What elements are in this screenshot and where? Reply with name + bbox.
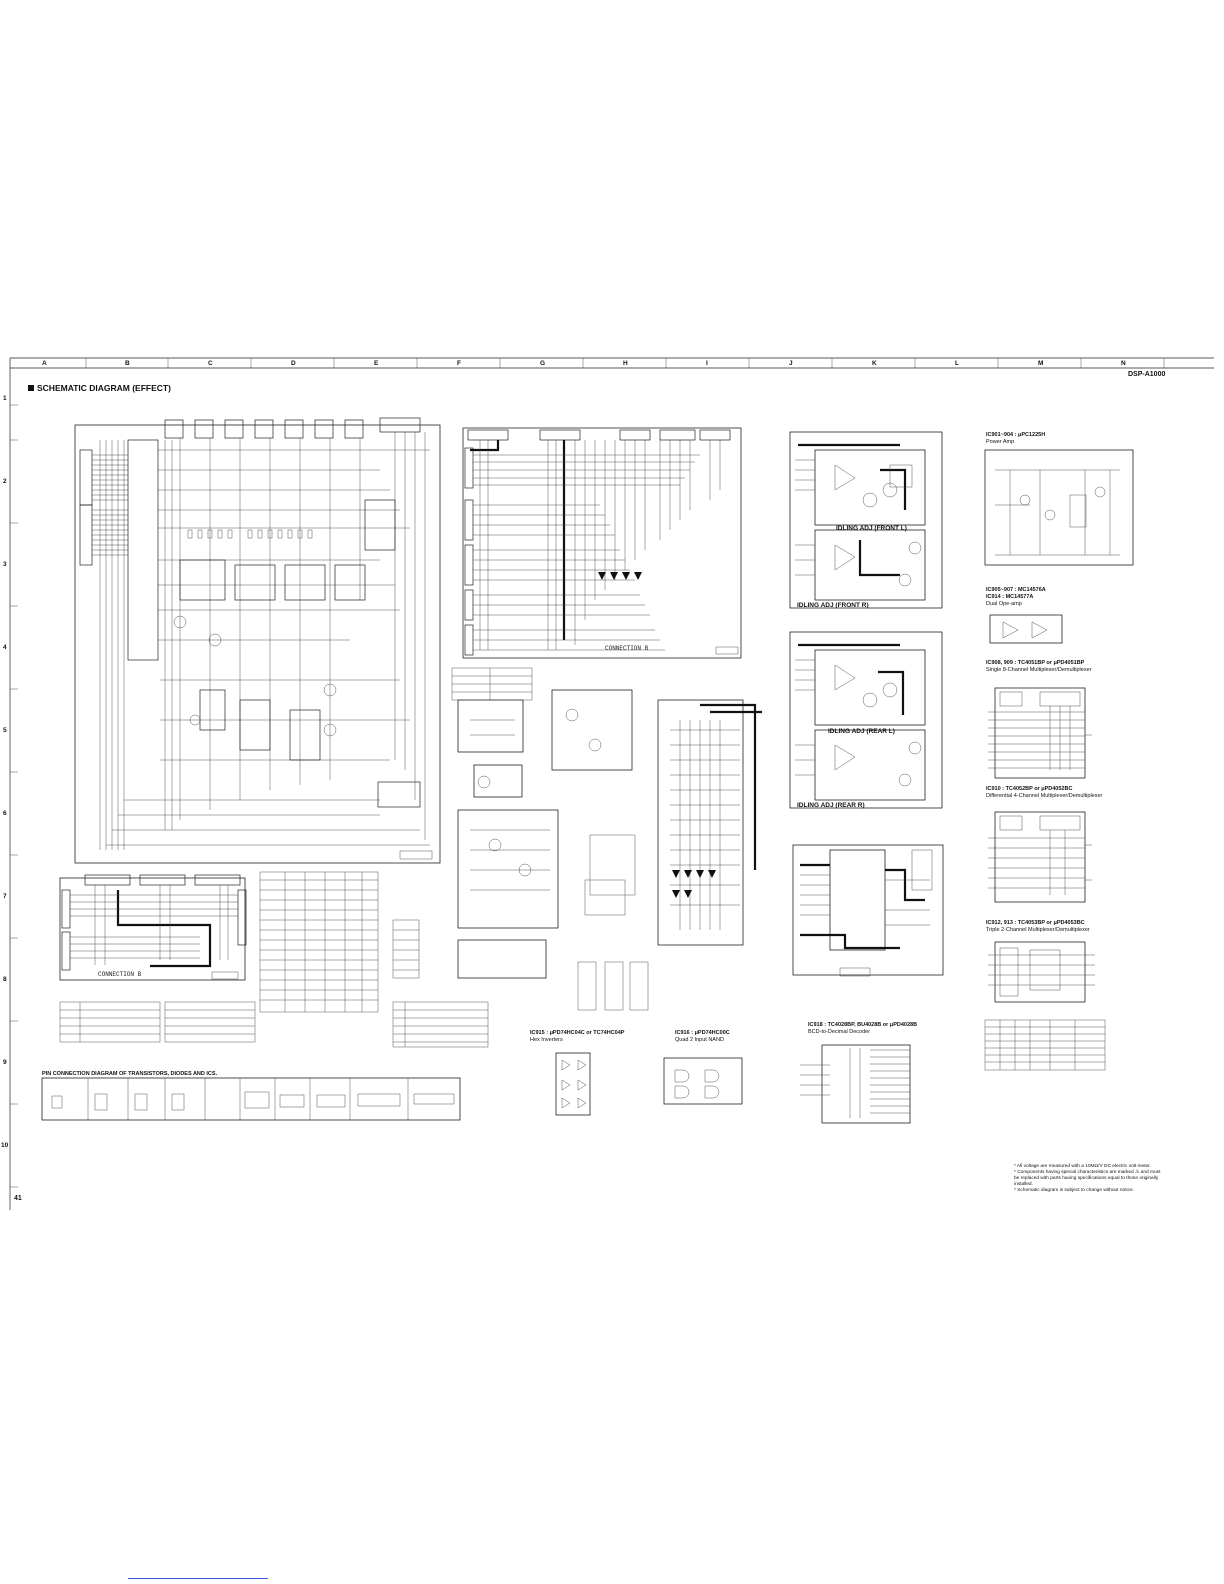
center-small-boards	[451, 667, 762, 1011]
col-label: K	[872, 360, 877, 367]
note-line: installed.	[1014, 1181, 1033, 1187]
row-label: 8	[3, 976, 7, 983]
ic918-title: IC918 : TC4028BP, BU4028B or μPD4028B	[808, 1022, 917, 1028]
note-line: * Components having special characterist…	[1014, 1169, 1161, 1175]
ic914-title: IC914 : MC14577A	[986, 594, 1033, 600]
idling-adj-rear-l: IDLING ADJ (REAR L)	[828, 728, 895, 735]
row-label: 2	[3, 478, 7, 485]
ic912-subtitle: Triple 2-Channel Multiplexer/Demultiplex…	[986, 927, 1090, 933]
ic905-block: IC905~907 : MC14576A IC914 : MC14577A Du…	[986, 587, 1063, 644]
connection-b-top-schematic: CONNECTION B	[462, 427, 742, 659]
pin-diagram-title: PIN CONNECTION DIAGRAM OF TRANSISTORS, D…	[42, 1071, 218, 1077]
ic916-subtitle: Quad 2 Input NAND	[675, 1037, 724, 1043]
ic912-block: IC912, 913 : TC4053BP or μPD4053BC Tripl…	[984, 920, 1106, 1071]
connection-label: CONNECTION B	[98, 971, 142, 978]
ic918-block: IC918 : TC4028BP, BU4028B or μPD4028B BC…	[800, 1022, 917, 1124]
col-label: L	[955, 360, 959, 367]
connection-label: CONNECTION B	[605, 645, 649, 652]
page-number: 41	[14, 1195, 22, 1202]
note-line: be replaced with parts having specificat…	[1014, 1175, 1159, 1181]
col-label: J	[789, 360, 793, 367]
row-label: 10	[1, 1142, 9, 1149]
col-label: I	[706, 360, 708, 367]
row-label: 6	[3, 810, 7, 817]
signal-tables	[59, 871, 489, 1048]
col-label: C	[208, 360, 213, 367]
note-line: * Schematic diagram is subject to change…	[1014, 1187, 1134, 1193]
col-label: F	[457, 360, 461, 367]
row-labels: 1 2 3 4 5 6 7 8 9 10	[1, 395, 9, 1149]
main-effect-schematic	[74, 417, 441, 864]
row-label: 7	[3, 893, 7, 900]
idling-adj-front-r: IDLING ADJ (FRONT R)	[797, 602, 869, 609]
power-amp-front-schematic: IDLING ADJ (FRONT L) IDLING ADJ (FRONT R…	[789, 431, 943, 609]
row-label: 9	[3, 1059, 7, 1066]
ic912-title: IC912, 913 : TC4053BP or μPD4053BC	[986, 920, 1085, 926]
col-label: N	[1121, 360, 1126, 367]
column-labels: A B C D E F G H I J K L M N	[42, 360, 1126, 367]
footnotes: * All voltage are measured with a 10MΩ/V…	[1014, 1163, 1161, 1193]
col-label: M	[1038, 360, 1043, 367]
ic910-subtitle: Differential 4-Channel Multiplexer/Demul…	[986, 793, 1103, 799]
row-label: 4	[3, 644, 7, 651]
note-line: * All voltage are measured with a 10MΩ/V…	[1014, 1163, 1151, 1169]
ic915-title: IC915 : μPD74HC04C or TC74HC04P	[530, 1030, 625, 1036]
ic915-block: IC915 : μPD74HC04C or TC74HC04P Hex Inve…	[530, 1030, 625, 1116]
ic901-title: IC901~904 : μPC1225H	[986, 432, 1045, 438]
col-label: E	[374, 360, 379, 367]
ic908-title: IC908, 909 : TC4051BP or μPD4051BP	[986, 660, 1085, 666]
row-label: 3	[3, 561, 7, 568]
ic915-subtitle: Hex Inverters	[530, 1037, 563, 1043]
ic901-block: IC901~904 : μPC1225H Power Amp	[984, 432, 1134, 566]
col-label: D	[291, 360, 296, 367]
ic918-subtitle: BCD-to-Decimal Decoder	[808, 1029, 870, 1035]
ic910-title: IC910 : TC4052BP or μPD4052BC	[986, 786, 1072, 792]
input-selector-schematic	[792, 844, 944, 977]
idling-adj-front-l: IDLING ADJ (FRONT L)	[836, 525, 907, 532]
model-name: DSP-A1000	[1128, 371, 1165, 378]
ic908-subtitle: Single 8-Channel Multiplexer/Demultiplex…	[986, 667, 1092, 673]
ic905-title: IC905~907 : MC14576A	[986, 587, 1046, 593]
title-bullet	[28, 385, 34, 391]
col-label: H	[623, 360, 628, 367]
connection-b-bottom-schematic: CONNECTION B	[59, 874, 247, 981]
row-label: 5	[3, 727, 7, 734]
page-title: SCHEMATIC DIAGRAM (EFFECT)	[37, 383, 171, 393]
ic901-subtitle: Power Amp	[986, 439, 1014, 445]
ic910-block: IC910 : TC4052BP or μPD4052BC Differenti…	[986, 786, 1103, 903]
ic916-block: IC916 : μPD74HC00C Quad 2 Input NAND	[663, 1030, 743, 1105]
ic905-subtitle: Dual Ope-amp	[986, 601, 1022, 607]
idling-adj-rear-r: IDLING ADJ (REAR R)	[797, 802, 865, 809]
link-underline[interactable]	[128, 1578, 268, 1579]
col-label: B	[125, 360, 130, 367]
power-amp-rear-schematic: IDLING ADJ (REAR L) IDLING ADJ (REAR R)	[789, 631, 943, 809]
row-label: 1	[3, 395, 7, 402]
ic916-title: IC916 : μPD74HC00C	[675, 1030, 730, 1036]
ic908-block: IC908, 909 : TC4051BP or μPD4051BP Singl…	[986, 660, 1092, 779]
col-label: A	[42, 360, 47, 367]
grid-frame	[9, 357, 1214, 1210]
pin-connection-strip: PIN CONNECTION DIAGRAM OF TRANSISTORS, D…	[41, 1071, 461, 1121]
col-label: G	[540, 360, 545, 367]
